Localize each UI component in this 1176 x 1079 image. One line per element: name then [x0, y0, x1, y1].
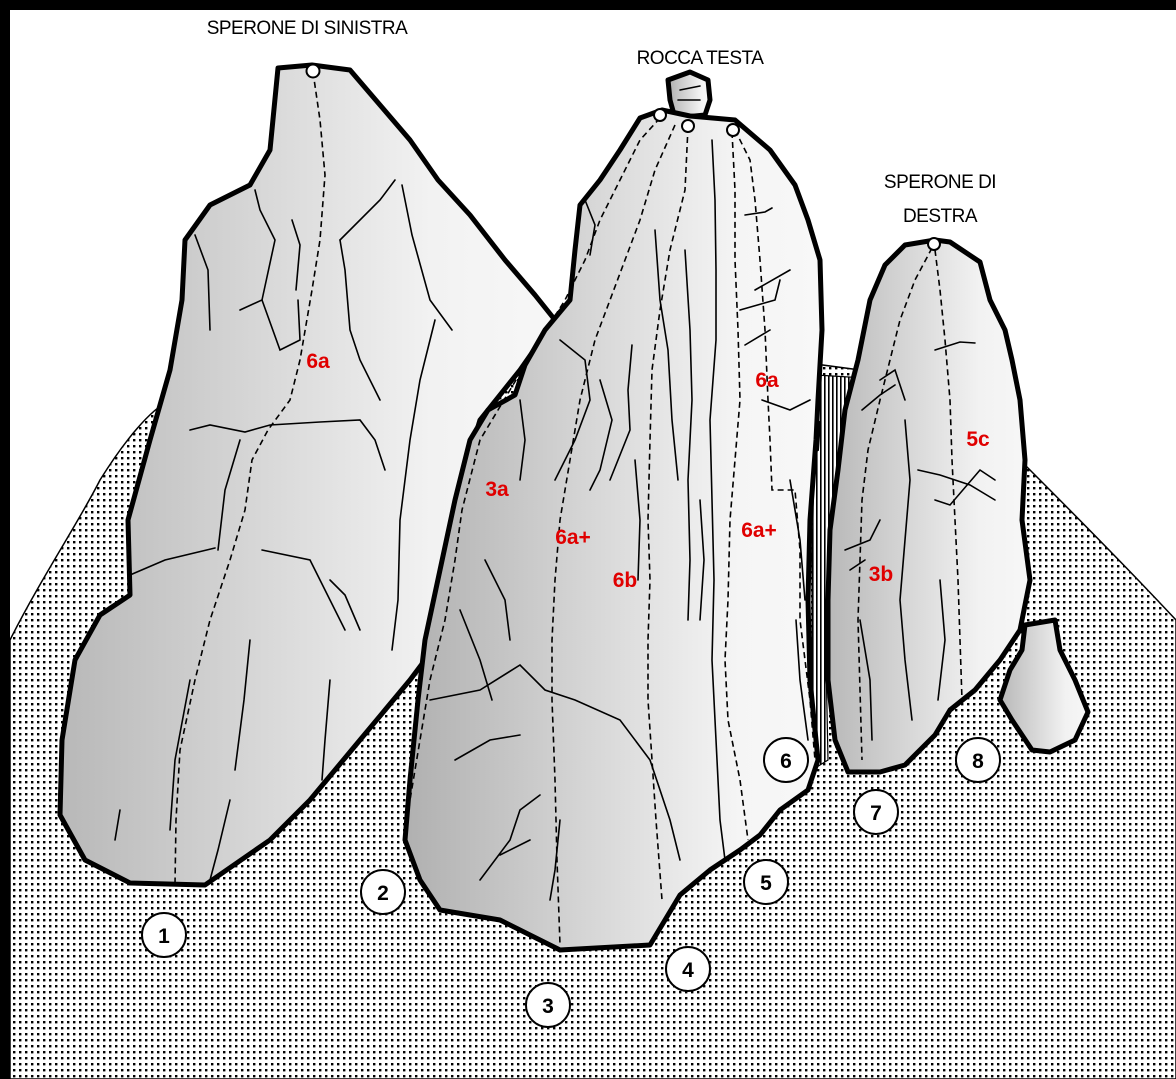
grade-label: 6a — [755, 369, 779, 392]
route-badge-8: 8 — [956, 738, 1000, 782]
peak-label-rocca-testa: ROCCA TESTA — [637, 48, 765, 69]
svg-text:7: 7 — [870, 802, 882, 825]
belay-anchor — [654, 109, 666, 121]
peak-label-sinistra: SPERONE DI SINISTRA — [207, 18, 408, 39]
belay-anchor — [682, 120, 694, 132]
svg-text:4: 4 — [682, 959, 694, 982]
route-badge-2: 2 — [361, 870, 405, 914]
grade-label: 5c — [966, 428, 990, 451]
peak-label-destra-line2: DESTRA — [903, 206, 978, 227]
svg-text:6: 6 — [780, 750, 792, 773]
grade-label: 6a+ — [555, 526, 591, 549]
belay-anchor — [307, 65, 320, 78]
grade-label: 3a — [485, 478, 509, 501]
svg-text:2: 2 — [377, 882, 389, 905]
route-badge-6: 6 — [764, 738, 808, 782]
svg-text:1: 1 — [158, 925, 170, 948]
peak-label-destra-line1: SPERONE DI — [884, 172, 996, 193]
belay-anchor — [727, 124, 739, 136]
grade-label: 3b — [869, 563, 894, 586]
route-badge-4: 4 — [666, 947, 710, 991]
route-badge-3: 3 — [526, 983, 570, 1027]
svg-text:5: 5 — [760, 872, 772, 895]
svg-text:3: 3 — [542, 995, 554, 1018]
grade-label: 6b — [613, 569, 638, 592]
grade-label: 6a — [306, 350, 330, 373]
route-badge-5: 5 — [744, 860, 788, 904]
route-badge-7: 7 — [854, 790, 898, 834]
route-badge-1: 1 — [142, 913, 186, 957]
svg-text:8: 8 — [972, 750, 984, 773]
belay-anchor — [928, 238, 940, 250]
grade-label: 6a+ — [741, 519, 777, 542]
